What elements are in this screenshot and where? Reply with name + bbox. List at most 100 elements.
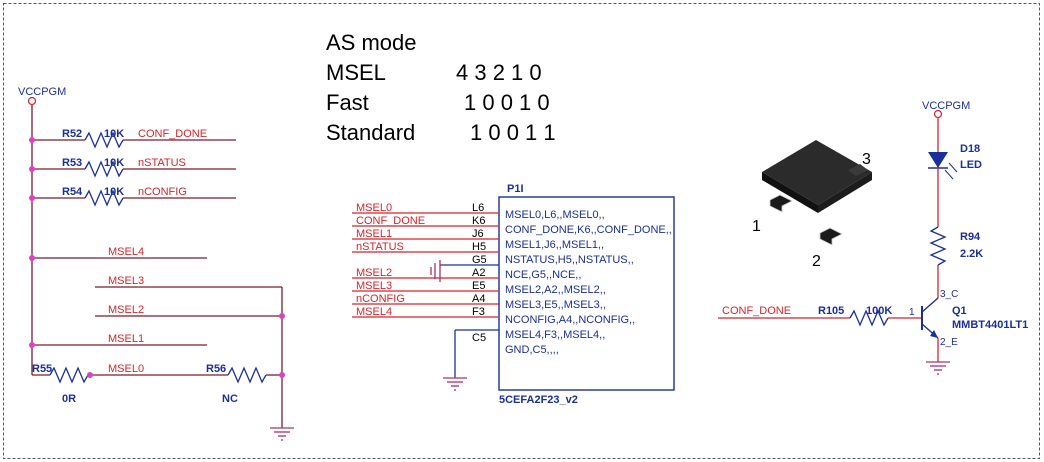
pin-number-g5: G5 bbox=[472, 254, 487, 266]
r55-ref: R55 bbox=[32, 363, 52, 375]
net-conf-done-right: CONF_DONE bbox=[722, 305, 791, 317]
vccpgm-left-terminal bbox=[27, 96, 37, 106]
led-arrow-2 bbox=[944, 169, 954, 180]
notes-line-standard-bits: 1 0 0 1 1 bbox=[470, 120, 556, 145]
r53-value: 10K bbox=[104, 157, 124, 169]
r52-value: 10K bbox=[104, 128, 124, 140]
sot23-package-illustration: 1 2 3 bbox=[752, 140, 872, 270]
pin-number-a2: A2 bbox=[472, 267, 485, 279]
sot23-lead-1 bbox=[769, 194, 793, 213]
junction-r56 bbox=[279, 372, 285, 378]
r56-resistor bbox=[227, 366, 267, 384]
pin-desc-a4: NCONFIG,A4,,NCONFIG,, bbox=[505, 314, 635, 326]
pin-number-f3: F3 bbox=[472, 306, 485, 318]
junction-msel0 bbox=[87, 372, 93, 378]
sot23-label-1: 1 bbox=[752, 218, 761, 235]
junction-msel2 bbox=[279, 313, 285, 319]
pin-desc-g5: NCE,G5,,NCE,, bbox=[505, 269, 581, 281]
net-msel0-chip: MSEL0 bbox=[356, 202, 392, 214]
pin-desc-l6: MSEL0,L6,,MSEL0,, bbox=[505, 209, 605, 221]
pin-desc-f3: MSEL4,F3,,MSEL4,, bbox=[505, 329, 605, 341]
r53-ref: R53 bbox=[62, 157, 82, 169]
p1i-ref: P1I bbox=[507, 183, 524, 195]
q1-pin-base: 1 bbox=[909, 307, 915, 318]
d18-led-symbol bbox=[928, 152, 948, 168]
sot23-body-side-left bbox=[762, 172, 818, 213]
ground-symbol-left bbox=[270, 427, 294, 441]
notes-line-fast-bits: 1 0 0 1 0 bbox=[464, 90, 550, 115]
vccpgm-left-label: VCCPGM bbox=[18, 86, 66, 98]
pin-desc-j6: MSEL1,J6,,MSEL1,, bbox=[505, 239, 604, 251]
r52-ref: R52 bbox=[62, 128, 82, 140]
r56-value: NC bbox=[222, 393, 238, 405]
pin-number-c5: C5 bbox=[472, 332, 486, 344]
pin-number-h5: H5 bbox=[472, 241, 486, 253]
sheet-frame bbox=[3, 3, 1040, 459]
p1i-symbol-body bbox=[498, 196, 675, 391]
r54-ref: R54 bbox=[62, 186, 83, 198]
sot23-lead-2 bbox=[819, 227, 843, 246]
net-nstatus-chip: nSTATUS bbox=[356, 241, 404, 253]
net-nstatus-left: nSTATUS bbox=[138, 157, 186, 169]
pin-number-l6: L6 bbox=[472, 202, 484, 214]
r56-ref: R56 bbox=[206, 363, 226, 375]
q1-pin-collector: 3_C bbox=[940, 289, 958, 300]
net-msel1-left: MSEL1 bbox=[108, 333, 144, 345]
net-msel0-left: MSEL0 bbox=[108, 363, 144, 375]
pin-number-e5: E5 bbox=[472, 280, 485, 292]
r54-resistor bbox=[84, 189, 124, 207]
net-msel4-chip: MSEL4 bbox=[356, 306, 392, 318]
pin-number-k6: K6 bbox=[472, 215, 485, 227]
net-msel2-left: MSEL2 bbox=[108, 304, 144, 316]
pin-desc-a2: MSEL2,A2,,MSEL2,, bbox=[505, 284, 606, 296]
net-conf-done-left: CONF_DONE bbox=[138, 128, 207, 140]
junction-msel1 bbox=[29, 342, 35, 348]
pin-desc-c5: GND,C5,,,, bbox=[505, 344, 559, 356]
r54-value: 10K bbox=[104, 186, 124, 198]
d18-ref: D18 bbox=[960, 143, 980, 155]
r53-resistor bbox=[84, 160, 124, 178]
net-msel3-chip: MSEL3 bbox=[356, 280, 392, 292]
d18-value: LED bbox=[960, 159, 982, 171]
ground-symbol-right bbox=[926, 361, 950, 375]
fpga-config-bank: P1I 5CEFA2F23_v2 MSEL0 CONF_DONE MSE bbox=[352, 183, 675, 406]
notes-line-msel-bits: 4 3 2 1 0 bbox=[456, 60, 542, 85]
done-led-circuit: VCCPGM D18 LED R94 2.2K CONF_DONE R105 1… bbox=[718, 100, 1028, 375]
pin-desc-h5: NSTATUS,H5,,NSTATUS,, bbox=[505, 254, 634, 266]
led-arrow-1 bbox=[948, 162, 958, 173]
sot23-label-3: 3 bbox=[862, 151, 871, 168]
net-msel2-chip: MSEL2 bbox=[356, 267, 392, 279]
junction-msel4 bbox=[29, 255, 35, 261]
as-mode-notes: AS mode MSEL 4 3 2 1 0 Fast 1 0 0 1 0 St… bbox=[326, 30, 556, 145]
r55-resistor bbox=[49, 366, 89, 384]
r52-resistor bbox=[84, 131, 124, 149]
left-pullup-section: VCCPGM R52 10K CONF_DONE R53 10K nSTATUS… bbox=[18, 86, 294, 441]
q1-emitter-arrow bbox=[930, 330, 938, 338]
vccpgm-right-label: VCCPGM bbox=[922, 100, 970, 112]
pin-number-a4: A4 bbox=[472, 293, 485, 305]
junction-r54 bbox=[29, 195, 35, 201]
net-conf-done-chip: CONF_DONE bbox=[356, 215, 425, 227]
junction-r53 bbox=[29, 166, 35, 172]
q1-value: MMBT4401LT1 bbox=[952, 319, 1028, 331]
r94-resistor bbox=[929, 226, 947, 266]
vccpgm-right-terminal bbox=[933, 109, 943, 119]
notes-line-as-mode: AS mode bbox=[326, 30, 417, 55]
net-nconfig-chip: nCONFIG bbox=[356, 293, 405, 305]
q1-pin-emitter: 2_E bbox=[940, 337, 958, 348]
pin-number-j6: J6 bbox=[472, 228, 484, 240]
sot23-lead-3 bbox=[848, 164, 868, 176]
ground-symbol-chip bbox=[443, 377, 467, 391]
q1-ref: Q1 bbox=[952, 305, 967, 317]
ground-symbol-nce bbox=[430, 260, 441, 282]
net-nconfig-left: nCONFIG bbox=[138, 186, 187, 198]
sot23-label-2: 2 bbox=[812, 253, 821, 270]
pin-desc-k6: CONF_DONE,K6,,CONF_DONE,, bbox=[505, 224, 672, 236]
junction-r52 bbox=[29, 137, 35, 143]
net-msel3-left: MSEL3 bbox=[108, 275, 144, 287]
notes-line-msel-label: MSEL bbox=[326, 60, 386, 85]
r105-ref: R105 bbox=[818, 305, 844, 317]
r105-value: 100K bbox=[866, 305, 892, 317]
q1-collector-leg bbox=[921, 297, 939, 313]
